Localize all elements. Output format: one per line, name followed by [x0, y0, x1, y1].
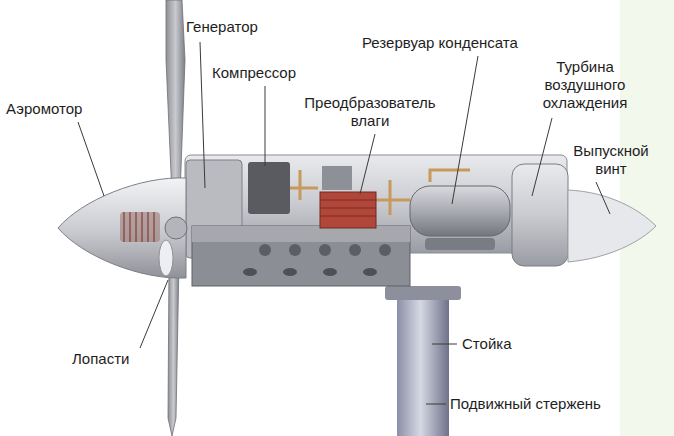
- leader-line: [426, 404, 446, 405]
- converter-plate: [320, 200, 376, 216]
- part-label: Аэромотор: [6, 100, 82, 118]
- base-frame: [192, 226, 410, 242]
- frame-hole: [323, 268, 337, 276]
- aeromotor-mechanism: [120, 212, 160, 242]
- part-label: Генератор: [186, 18, 258, 36]
- part-label: Выпускной винт: [556, 142, 666, 178]
- frame-hole: [319, 244, 331, 256]
- pole: [397, 298, 449, 436]
- part-label: Лопасти: [72, 350, 129, 368]
- part-label: Резервуар конденсата: [362, 34, 518, 52]
- leader-line: [140, 280, 168, 348]
- frame-hole: [243, 268, 257, 276]
- part-label: Турбина воздушного охлаждения: [526, 58, 644, 112]
- frame-hole: [259, 244, 271, 256]
- converter-box: [322, 166, 352, 190]
- aeromotor-spring: [124, 212, 154, 242]
- exhaust-propeller: [568, 190, 656, 262]
- leader-line: [532, 118, 552, 196]
- condensate-tank: [410, 186, 510, 236]
- part-label: Стойка: [462, 335, 512, 353]
- tank-pump: [425, 238, 495, 250]
- aeromotor-cone: [58, 178, 186, 278]
- leader-line: [265, 86, 266, 166]
- rotor-hub: [165, 217, 187, 239]
- leader-line: [452, 56, 478, 204]
- cooling-turbine: [512, 164, 568, 266]
- leader-line: [200, 42, 205, 188]
- compressor: [248, 162, 290, 214]
- leader-line: [596, 182, 610, 214]
- blade: [166, 0, 185, 196]
- leader-lines: [78, 42, 610, 404]
- leader-line: [360, 134, 375, 194]
- blade: [168, 262, 179, 436]
- frame-hole: [289, 244, 301, 256]
- blade: [159, 240, 173, 276]
- part-label: Компрессор: [212, 64, 296, 82]
- base-frame: [192, 226, 410, 286]
- part-label: Подвижный стержень: [450, 395, 601, 413]
- moisture-converter: [320, 192, 376, 228]
- part-label: Преодбразователь влаги: [290, 94, 450, 130]
- leader-line: [432, 344, 457, 345]
- leader-line: [78, 122, 104, 196]
- frame-hole: [349, 244, 361, 256]
- pole-flange: [385, 286, 461, 300]
- frame-hole: [363, 268, 377, 276]
- frame-hole: [283, 268, 297, 276]
- frame-hole: [379, 244, 391, 256]
